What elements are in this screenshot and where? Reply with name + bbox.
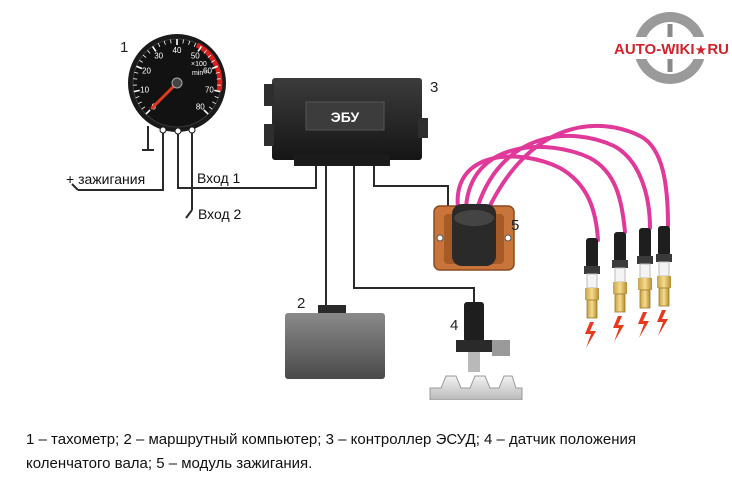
tachometer-unit-1: ×100 <box>191 61 207 68</box>
spark-plug <box>612 232 628 342</box>
tachometer-tick <box>212 101 216 105</box>
tachometer-scale-label: 80 <box>196 102 205 111</box>
computer-number: 2 <box>297 295 305 312</box>
crank-gear <box>429 375 523 400</box>
tachometer-tick <box>214 96 219 99</box>
tachometer-tick <box>197 45 203 52</box>
spark-icon <box>657 310 668 336</box>
tachometer-tick <box>163 40 166 45</box>
tachometer-tick <box>142 54 147 58</box>
tachometer-tick <box>135 96 140 99</box>
tachometer-unit-2: min⁻¹ <box>192 70 210 77</box>
tachometer-scale-label: 60 <box>203 66 212 75</box>
tachometer-tick <box>139 60 143 63</box>
tachometer-scale-label: 10 <box>140 85 149 94</box>
svg-text:AUTO-WIKI★RU: AUTO-WIKI★RU <box>614 41 729 58</box>
spark-plugs <box>584 226 672 348</box>
signal-wires <box>71 126 475 310</box>
trip-computer: 2 <box>285 295 385 379</box>
logo-text: AUTO-WIKI <box>614 41 695 58</box>
ignition-module: 5 <box>433 204 519 271</box>
tachometer-pin <box>159 126 167 134</box>
tachometer: 01020304050607080 ×100 min⁻¹ 1 <box>120 34 226 135</box>
tachometer-tick <box>211 60 215 63</box>
tachometer-scale-label: 20 <box>142 66 151 75</box>
tachometer-pin <box>188 126 196 134</box>
crankshaft-sensor: 4 <box>429 302 523 400</box>
spark-plug <box>637 228 653 338</box>
tachometer-tick <box>141 106 146 110</box>
tachometer-needle <box>150 81 179 110</box>
tachometer-tick <box>138 101 142 105</box>
tachometer-scale-label: 40 <box>173 46 182 55</box>
sensor-number: 4 <box>450 317 458 334</box>
tachometer-tick <box>207 54 212 58</box>
tachometer-tick <box>135 65 143 70</box>
caption-line-2: коленчатого вала; 5 – модуль зажигания. <box>26 455 313 472</box>
tachometer-tick <box>133 89 140 93</box>
tachometer-tick <box>170 39 172 44</box>
tachometer-tick <box>182 39 184 44</box>
caption-line-1: 1 – тахометр; 2 – маршрутный компьютер; … <box>26 431 637 448</box>
wiring-diagram: AUTO-WIKI★RU 01020304050607080 ×100 min⁻… <box>71 12 729 400</box>
ecu-label: ЭБУ <box>331 109 360 125</box>
input2-label: Вход 2 <box>198 206 242 222</box>
tachometer-tick <box>157 43 161 47</box>
tachometer-tick <box>211 65 219 70</box>
input1-label: Вход 1 <box>197 170 241 186</box>
tachometer-tick <box>147 50 151 54</box>
figure-caption: 1 – тахометр; 2 – маршрутный компьютер; … <box>26 428 716 476</box>
ecu-number: 3 <box>430 79 438 96</box>
tachometer-number: 1 <box>120 39 128 56</box>
ignition-wire-label: + зажигания <box>66 171 145 187</box>
tachometer-tick <box>203 109 209 115</box>
tachometer-pin <box>174 127 182 135</box>
logo-star-icon: ★ <box>696 43 707 57</box>
tachometer-scale-label: 30 <box>154 52 163 61</box>
logo-suffix: RU <box>707 41 729 58</box>
spark-plug <box>584 238 600 348</box>
tachometer-tick <box>145 109 151 115</box>
tachometer-tick <box>215 71 220 74</box>
tachometer-tick <box>203 50 207 54</box>
spark-icon <box>585 322 596 348</box>
tachometer-tick <box>188 40 191 45</box>
tachometer-tick <box>214 89 221 93</box>
module-number: 5 <box>511 217 519 234</box>
tachometer-tick <box>208 106 213 110</box>
tachometer-tick <box>151 45 157 52</box>
wire-labels: + зажигания Вход 1 Вход 2 <box>66 170 242 222</box>
tachometer-ticks <box>133 39 221 115</box>
tachometer-tick <box>134 71 139 74</box>
spark-icon <box>613 316 624 342</box>
tachometer-scale-label: 50 <box>191 52 200 61</box>
tachometer-scale-label: 70 <box>205 85 214 94</box>
logo: AUTO-WIKI★RU <box>612 12 729 84</box>
spark-plug <box>656 226 672 336</box>
tachometer-tick <box>193 43 197 47</box>
hv-wires <box>455 124 670 242</box>
ecu-unit: ЭБУ 3 <box>264 78 438 166</box>
spark-icon <box>638 312 649 338</box>
